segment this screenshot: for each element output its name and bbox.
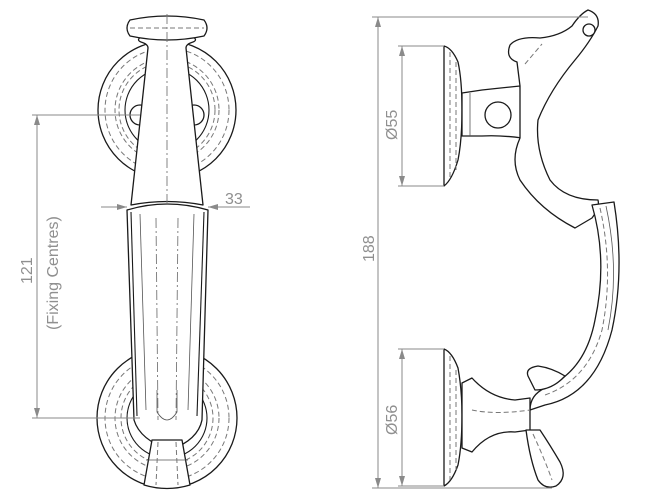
side-view <box>443 9 620 488</box>
overall-height-dimension: 188 <box>361 235 378 262</box>
front-view <box>96 14 238 490</box>
side-dimensions: 188 Ø55 Ø56 <box>361 16 588 489</box>
width-dimension: 33 <box>225 191 243 208</box>
bottom-rose-diameter: Ø56 <box>384 405 401 435</box>
top-rose-diameter: Ø55 <box>384 110 401 140</box>
front-dimensions: 121 (Fixing Centres) 33 <box>19 114 250 419</box>
fixing-centres-value: 121 <box>19 257 36 284</box>
fixing-centres-label: (Fixing Centres) <box>45 216 62 330</box>
